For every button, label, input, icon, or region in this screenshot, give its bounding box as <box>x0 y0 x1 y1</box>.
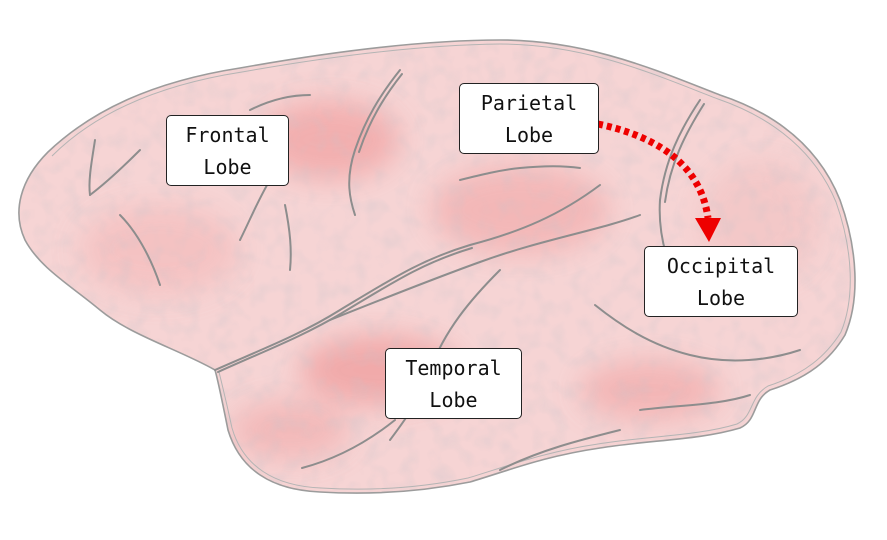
parietal-to-occipital-arrow <box>597 120 721 242</box>
arrow-shaft <box>597 120 712 219</box>
parietal-lobe-label: Parietal Lobe <box>459 83 599 154</box>
occipital-lobe-line1: Occipital <box>666 253 776 278</box>
parietal-lobe-line2: Lobe <box>504 122 554 147</box>
brain-outline <box>18 39 856 494</box>
temporal-lobe-line2: Lobe <box>429 387 478 412</box>
temporal-lobe-label: Temporal Lobe <box>385 348 522 419</box>
occipital-lobe-label: Occipital Lobe <box>644 246 798 317</box>
brain-outline-sketch <box>51 43 851 490</box>
arrow-head <box>695 218 721 242</box>
frontal-lobe-label: Frontal Lobe <box>166 115 289 186</box>
frontal-lobe-line1: Frontal <box>185 122 270 147</box>
occipital-lobe-line2: Lobe <box>696 285 746 310</box>
temporal-lobe-line1: Temporal <box>405 355 502 380</box>
parietal-lobe-line1: Parietal <box>480 90 578 115</box>
frontal-lobe-line2: Lobe <box>203 154 252 179</box>
